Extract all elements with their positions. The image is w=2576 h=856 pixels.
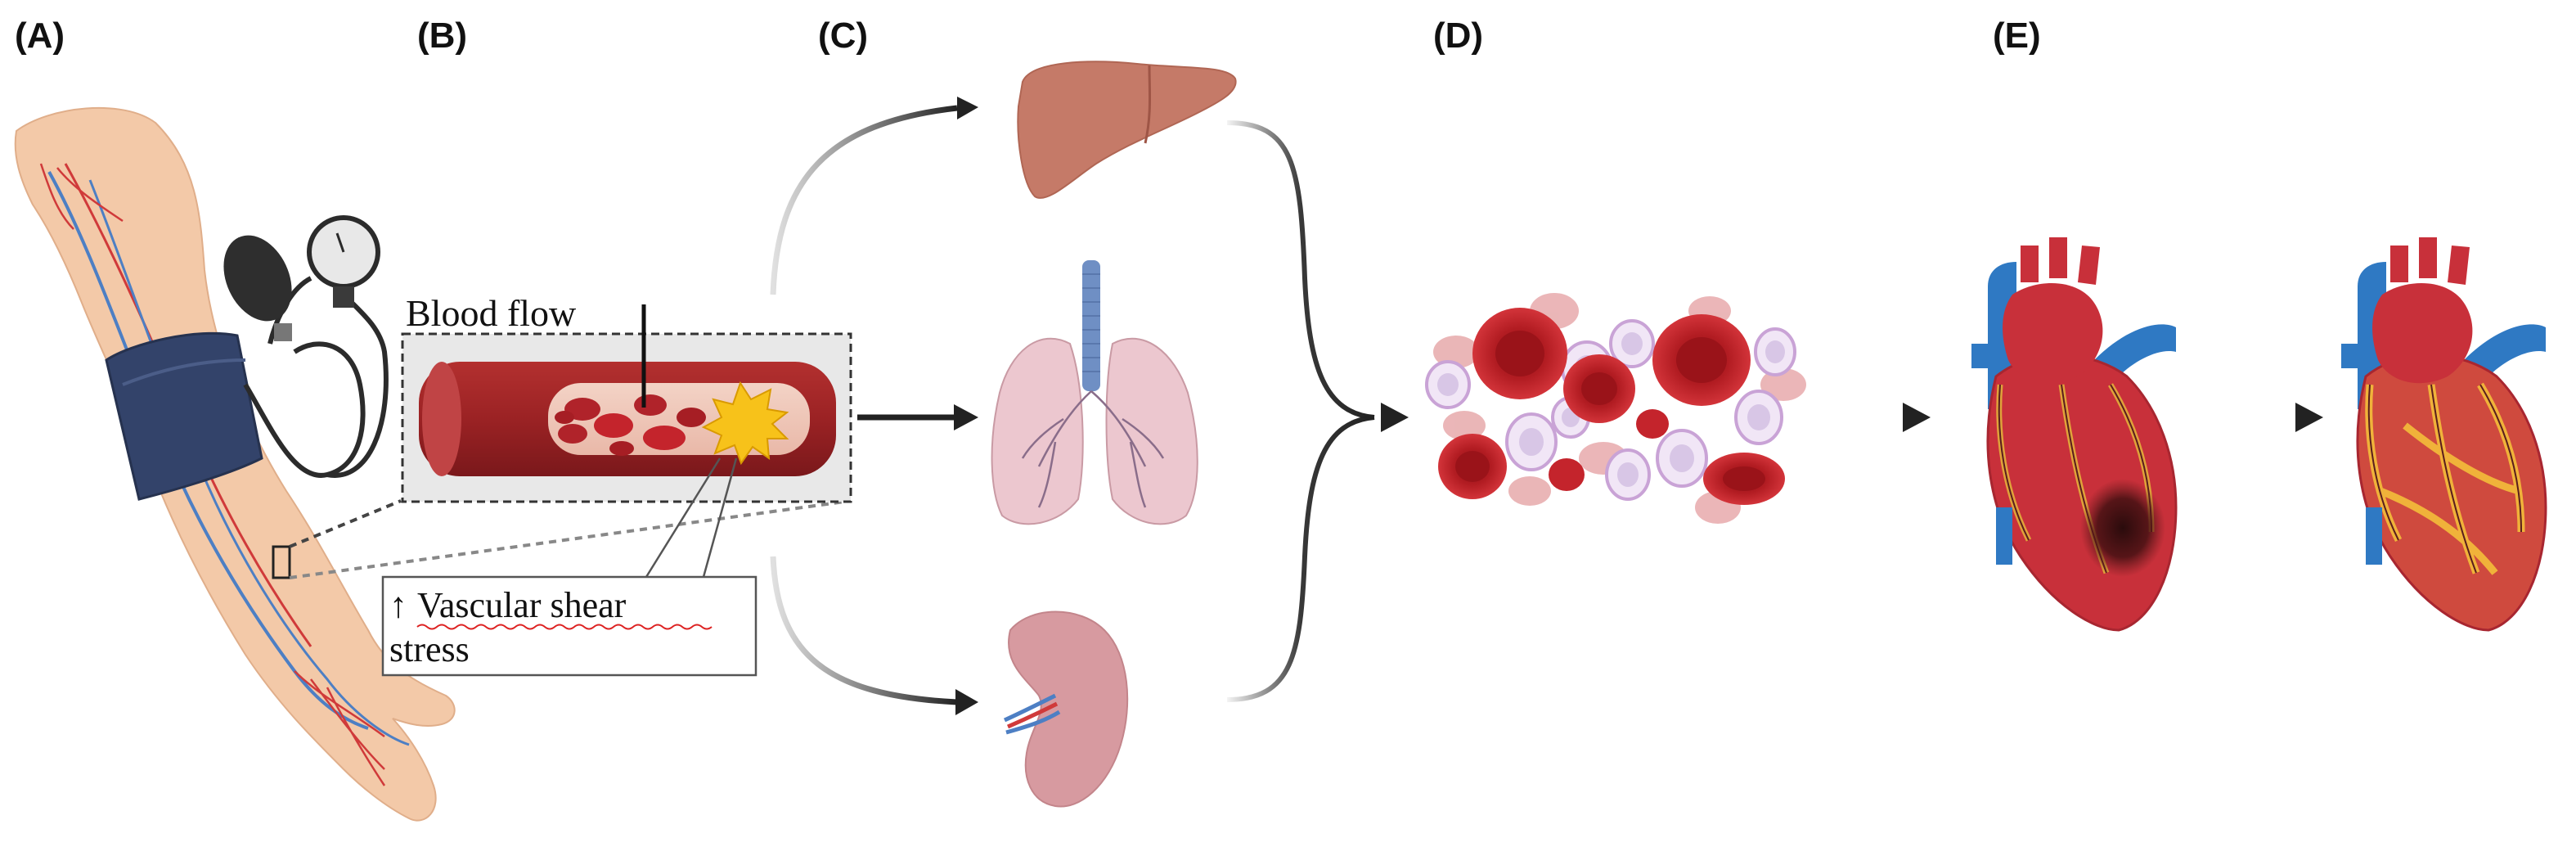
vena-cava-inf-b — [2366, 507, 2382, 565]
vein-line-2 — [88, 179, 410, 746]
panel-label-e: (E) — [1993, 16, 2041, 56]
inset-marker — [272, 545, 291, 579]
blood-flow-label: Blood flow — [406, 292, 577, 334]
shear-callout: ↑ Vascular shear stress — [381, 457, 758, 677]
cuff-seam — [122, 358, 246, 386]
arrow-to-liver — [770, 105, 958, 295]
blood-cells-cluster — [1425, 293, 1806, 524]
platelet-cores — [1437, 332, 1785, 487]
aortic-branch-2b — [2419, 237, 2437, 278]
infarct-zone — [2080, 479, 2165, 577]
bp-tube-3 — [326, 292, 389, 478]
converge-arrow-head — [1381, 403, 1409, 432]
liver-shape — [1017, 61, 1237, 199]
callout-pointer — [645, 457, 738, 578]
background-cells — [1433, 293, 1806, 524]
converge-from-liver — [1226, 120, 1375, 420]
pulmonary-artery — [2094, 324, 2176, 376]
zoom-line-top — [289, 499, 402, 548]
bulb-valve — [274, 323, 292, 341]
coronary-arteries-b — [2367, 384, 2522, 574]
panel-label-c: (C) — [818, 16, 868, 56]
red-blood-cells — [1438, 308, 1785, 505]
gauge-needle — [335, 232, 345, 253]
arrow-heart-to-heart-head — [2295, 403, 2323, 432]
vein-line — [47, 171, 369, 730]
spellcheck-underline — [416, 624, 713, 630]
arrow-to-lungs-head — [954, 404, 978, 430]
vessel-panel: Blood flow — [401, 292, 852, 503]
gauge-stem — [333, 286, 354, 308]
aortic-branch-1b — [2390, 246, 2408, 282]
shear-label-line1: Vascular shear — [417, 585, 627, 625]
panel-label-b: (B) — [417, 16, 467, 56]
liver-lobe-line — [1144, 65, 1152, 144]
vessel-rbcs — [555, 394, 706, 456]
pulmonary-artery-b — [2464, 324, 2546, 376]
aortic-branch-3 — [2078, 246, 2100, 285]
converge-from-spleen — [1226, 415, 1375, 702]
trachea-rings — [1082, 273, 1100, 372]
spleen-shape — [1008, 610, 1129, 808]
arrow-to-spleen-head — [955, 689, 978, 715]
vessel-end — [422, 362, 461, 476]
aortic-arch — [2003, 283, 2103, 384]
heart-infarct — [1971, 237, 2178, 632]
panel-label-d: (D) — [1433, 16, 1483, 56]
bp-bulb — [223, 235, 292, 322]
arrow-to-liver-head — [957, 97, 978, 119]
splenic-artery — [1007, 701, 1059, 729]
vena-cava-inf — [1996, 507, 2012, 565]
hand-arteries — [294, 670, 386, 786]
arrow-d-to-e-head — [1903, 403, 1931, 432]
bronchi — [1021, 390, 1165, 508]
shear-arrow: ↑ — [389, 585, 407, 625]
right-lung — [1105, 337, 1198, 525]
lungs — [991, 260, 1198, 525]
bp-tube — [243, 341, 366, 478]
aortic-branch-2 — [2049, 237, 2067, 278]
splenic-vein — [1003, 693, 1061, 735]
spleen — [1003, 610, 1129, 808]
left-lung — [991, 337, 1084, 525]
shear-label-line2: stress — [389, 629, 470, 669]
panel-label-a: (A) — [15, 16, 65, 56]
shear-burst — [701, 381, 789, 466]
pulmonary-vein-left-b — [2341, 344, 2386, 368]
heart-damaged — [2341, 237, 2547, 632]
arm-illustration — [14, 106, 456, 822]
zoom-line-bottom — [289, 499, 852, 579]
aortic-branch-1 — [2021, 246, 2039, 282]
arrow-to-spleen — [770, 556, 958, 705]
pulmonary-vein-left — [1971, 344, 2016, 368]
liver — [1017, 61, 1237, 199]
aortic-branch-3b — [2448, 246, 2470, 285]
shoulder-vessels — [39, 163, 124, 230]
aortic-arch-b — [2372, 283, 2473, 384]
